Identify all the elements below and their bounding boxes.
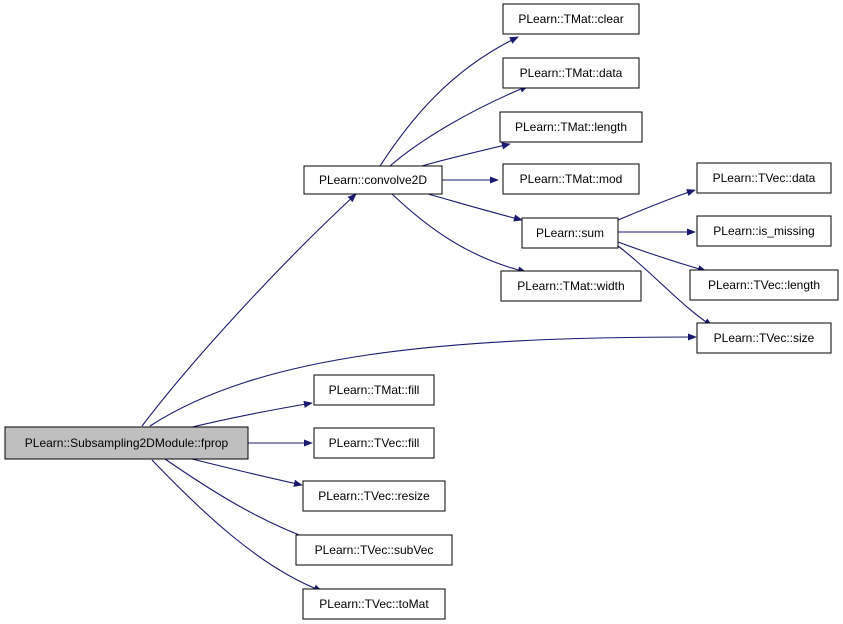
edges xyxy=(141,36,713,592)
edge-root-tvec-tomat xyxy=(151,459,323,592)
edge-sum-tvec-data xyxy=(617,189,696,221)
node-label: PLearn::is_missing xyxy=(713,224,814,238)
edge-convolve2D-tmat-clear xyxy=(379,36,519,167)
node-tvec-tomat[interactable]: PLearn::TVec::toMat xyxy=(302,588,446,620)
node-box xyxy=(502,163,640,195)
node-label: PLearn::TMat::length xyxy=(515,120,627,134)
node-box xyxy=(313,427,435,459)
node-box xyxy=(696,162,832,194)
node-box xyxy=(521,217,619,249)
node-label: PLearn::TVec::size xyxy=(714,331,815,345)
edge-convolve2D-tmat-data xyxy=(389,85,529,167)
node-tmat-mod[interactable]: PLearn::TMat::mod xyxy=(502,163,640,195)
node-convolve2d[interactable]: PLearn::convolve2D xyxy=(303,165,443,195)
node-box xyxy=(303,165,443,195)
edge-convolve2D-sum xyxy=(427,193,523,222)
node-subsampling2dmodule-fprop[interactable]: PLearn::Subsampling2DModule::fprop xyxy=(4,426,249,460)
nodes: PLearn::Subsampling2DModule::fprop PLear… xyxy=(4,3,839,620)
node-tvec-length[interactable]: PLearn::TVec::length xyxy=(689,269,839,301)
edge-root-tvec-size xyxy=(149,333,697,427)
node-tvec-size[interactable]: PLearn::TVec::size xyxy=(696,322,832,354)
node-label: PLearn::TMat::fill xyxy=(329,383,420,397)
node-sum[interactable]: PLearn::sum xyxy=(521,217,619,249)
node-label: PLearn::TMat::mod xyxy=(520,172,623,186)
node-tmat-width[interactable]: PLearn::TMat::width xyxy=(500,270,642,302)
node-label: PLearn::sum xyxy=(536,226,604,240)
node-box xyxy=(313,374,435,406)
node-label: PLearn::TVec::resize xyxy=(318,489,430,503)
node-box xyxy=(302,588,446,620)
node-label: PLearn::TMat::data xyxy=(520,66,623,80)
edge-root-tmat-fill xyxy=(179,400,313,431)
edge-root-tvec-subvec xyxy=(164,458,319,543)
edge-convolve2D-tmat-width xyxy=(391,193,527,274)
edge-sum-tvec-size xyxy=(617,245,713,327)
edge-convolve2D-tmat-length xyxy=(421,142,511,167)
node-label: PLearn::TMat::clear xyxy=(518,12,623,26)
node-is-missing[interactable]: PLearn::is_missing xyxy=(696,215,832,247)
node-box xyxy=(302,480,446,512)
node-label: PLearn::TVec::length xyxy=(708,278,820,292)
node-tvec-fill[interactable]: PLearn::TVec::fill xyxy=(313,427,435,459)
node-tvec-resize[interactable]: PLearn::TVec::resize xyxy=(302,480,446,512)
node-box xyxy=(499,111,643,143)
node-box xyxy=(4,426,249,460)
node-box xyxy=(689,269,839,301)
node-label: PLearn::TVec::subVec xyxy=(315,543,434,557)
node-tmat-length[interactable]: PLearn::TMat::length xyxy=(499,111,643,143)
node-tmat-fill[interactable]: PLearn::TMat::fill xyxy=(313,374,435,406)
edge-root-convolve2D xyxy=(141,193,357,427)
node-tmat-data[interactable]: PLearn::TMat::data xyxy=(502,57,640,89)
node-label: PLearn::Subsampling2DModule::fprop xyxy=(25,436,229,450)
node-tvec-subvec[interactable]: PLearn::TVec::subVec xyxy=(295,534,453,566)
node-label: PLearn::TVec::fill xyxy=(329,436,420,450)
node-label: PLearn::TVec::data xyxy=(713,171,816,185)
node-tmat-clear[interactable]: PLearn::TMat::clear xyxy=(502,3,640,35)
node-label: PLearn::convolve2D xyxy=(319,173,427,187)
node-box xyxy=(696,215,832,247)
node-tvec-data[interactable]: PLearn::TVec::data xyxy=(696,162,832,194)
node-box xyxy=(295,534,453,566)
node-box xyxy=(500,270,642,302)
edge-sum-tvec-length xyxy=(617,241,707,273)
node-box xyxy=(502,3,640,35)
node-box xyxy=(696,322,832,354)
node-label: PLearn::TMat::width xyxy=(517,279,624,293)
node-box xyxy=(502,57,640,89)
node-label: PLearn::TVec::toMat xyxy=(319,597,429,611)
